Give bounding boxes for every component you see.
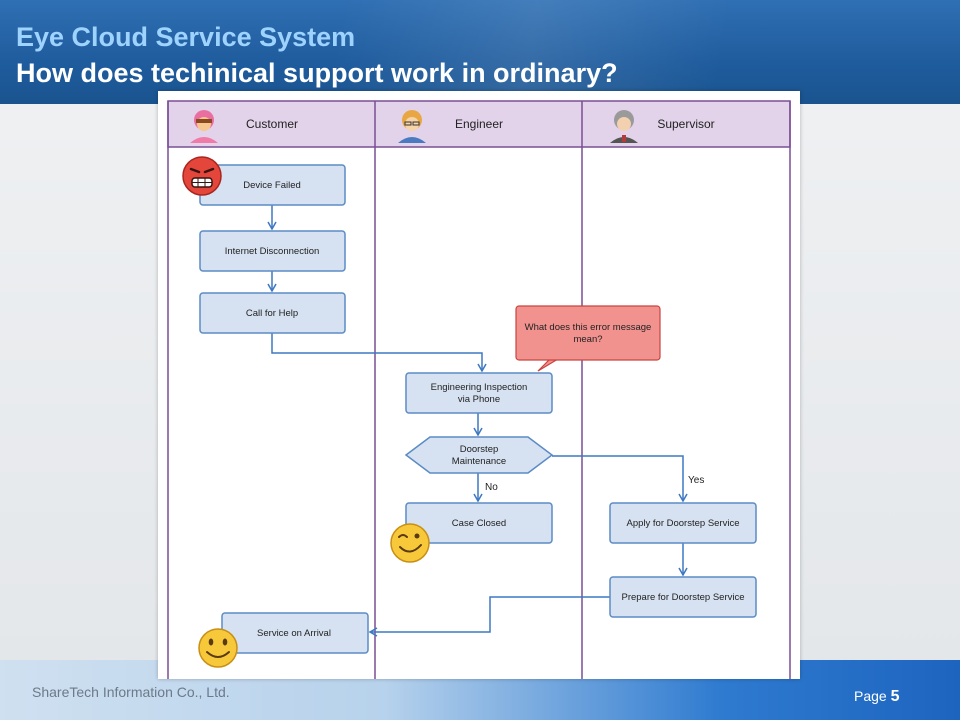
arrow-prepare-to-arrival	[368, 596, 610, 637]
lane-label-supervisor: Supervisor	[657, 117, 714, 131]
node-internet-disconnection-label: Internet Disconnection	[225, 246, 320, 257]
node-doorstep-label-2: Maintenance	[452, 456, 506, 467]
lane-header-bar	[167, 100, 791, 148]
arrow-decision-to-apply	[552, 455, 688, 503]
node-prepare-doorstep: Prepare for Doorstep Service	[609, 576, 757, 618]
node-engineering-inspection: Engineering Inspection via Phone	[405, 372, 553, 414]
header-shine	[0, 0, 960, 104]
edge-label-no: No	[485, 482, 498, 493]
callout-text-2: mean?	[573, 334, 602, 345]
page-label: Page	[854, 688, 887, 704]
node-case-closed: Case Closed	[405, 502, 553, 544]
slide-header	[0, 0, 960, 104]
node-call-for-help-label: Call for Help	[246, 308, 298, 319]
node-call-for-help: Call for Help	[199, 292, 346, 334]
node-apply-doorstep: Apply for Doorstep Service	[609, 502, 757, 544]
node-apply-doorstep-label: Apply for Doorstep Service	[627, 518, 740, 529]
flowchart-panel: Customer Engineer Supervisor No Yes	[158, 91, 800, 679]
callout-error-question: What does this error message mean?	[515, 305, 661, 372]
node-service-on-arrival-label: Service on Arrival	[257, 628, 331, 639]
swimlane-flowchart: Customer Engineer Supervisor No Yes	[167, 100, 791, 679]
lane-label-engineer: Engineer	[455, 117, 503, 131]
callout-text-1: What does this error message	[525, 322, 652, 333]
smiling-face-icon	[198, 628, 238, 668]
customer-avatar-icon	[190, 110, 218, 143]
footer-company: ShareTech Information Co., Ltd.	[32, 684, 230, 700]
angry-face-icon	[182, 156, 222, 196]
node-prepare-doorstep-label: Prepare for Doorstep Service	[621, 592, 744, 603]
supervisor-avatar-icon	[610, 110, 638, 143]
page-indicator: Page 5	[854, 688, 900, 706]
lane-label-customer: Customer	[246, 117, 298, 131]
node-device-failed: Device Failed	[199, 164, 346, 206]
engineer-avatar-icon	[398, 110, 426, 143]
node-engineering-inspection-label-2: via Phone	[458, 394, 500, 405]
node-doorstep-label-1: Doorstep	[460, 444, 499, 455]
node-service-on-arrival: Service on Arrival	[221, 612, 369, 654]
node-case-closed-label: Case Closed	[452, 518, 506, 529]
node-engineering-inspection-label-1: Engineering Inspection	[431, 382, 528, 393]
node-device-failed-label: Device Failed	[243, 180, 301, 191]
arrow-call-to-inspection	[271, 333, 487, 373]
page-number: 5	[890, 688, 900, 705]
winking-face-icon	[390, 523, 430, 563]
slide-subtitle: How does techinical support work in ordi…	[16, 58, 618, 88]
node-internet-disconnection: Internet Disconnection	[199, 230, 346, 272]
node-doorstep-decision: Doorstep Maintenance	[404, 436, 554, 474]
slide-title: Eye Cloud Service System	[16, 22, 356, 52]
edge-label-yes: Yes	[688, 475, 704, 486]
